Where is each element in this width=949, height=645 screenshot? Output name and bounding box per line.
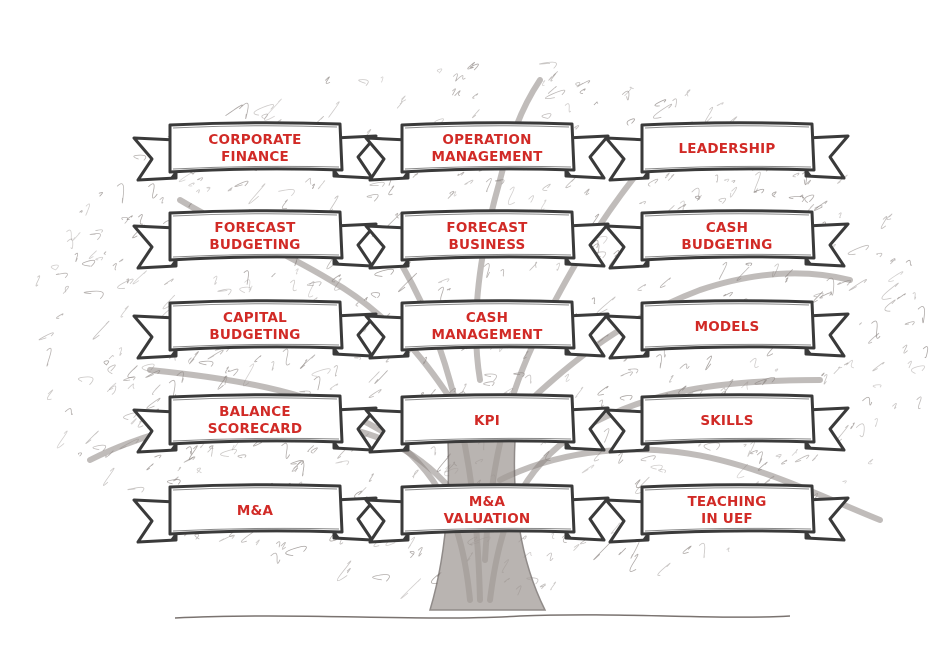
ground-line: [174, 614, 791, 619]
banner-capital-budgeting: CAPITAL BUDGETING: [130, 298, 380, 364]
banner-label: LEADERSHIP: [678, 140, 776, 157]
ribbon-shape: [132, 209, 378, 270]
ribbon-shape: [132, 121, 378, 182]
banner-label: BALANCE SCORECARD: [207, 404, 303, 437]
banner-label: MODELS: [694, 318, 760, 335]
banner-label: CASH MANAGEMENT: [431, 310, 543, 343]
banner-m-a-valuation: M&A VALUATION: [362, 482, 612, 548]
ribbon-shape: [364, 121, 610, 182]
banner-label: M&A VALUATION: [443, 494, 531, 527]
banner-label: CAPITAL BUDGETING: [209, 310, 301, 343]
banner-kpi: KPI: [362, 392, 612, 458]
banner-label: CASH BUDGETING: [681, 220, 773, 253]
banner-m-a: M&A: [130, 482, 380, 548]
banner-operation-management: OPERATION MANAGEMENT: [362, 120, 612, 186]
banner-corporate-finance: CORPORATE FINANCE: [130, 120, 380, 186]
ribbon-shape: [604, 209, 850, 270]
ribbon-shape: [132, 299, 378, 360]
banner-label: SKILLS: [700, 412, 754, 429]
ribbon-shape: [604, 393, 850, 454]
banner-cash-budgeting: CASH BUDGETING: [602, 208, 852, 274]
ribbon-shape: [364, 393, 610, 454]
banner-forecast-business: FORECAST BUSINESS: [362, 208, 612, 274]
banner-forecast-budgeting: FORECAST BUDGETING: [130, 208, 380, 274]
banner-label: CORPORATE FINANCE: [208, 132, 302, 165]
banner-label: FORECAST BUDGETING: [209, 220, 301, 253]
ribbon-shape: [364, 209, 610, 270]
ribbon-shape: [132, 393, 378, 454]
banner-label: M&A: [236, 502, 274, 519]
banner-label: FORECAST BUSINESS: [446, 220, 528, 253]
ribbon-shape: [132, 483, 378, 544]
ribbon-shape: [604, 299, 850, 360]
banner-label: OPERATION MANAGEMENT: [431, 132, 543, 165]
banner-balance-scorecard: BALANCE SCORECARD: [130, 392, 380, 458]
ribbon-shape: [604, 483, 850, 544]
banner-models: MODELS: [602, 298, 852, 364]
ribbon-shape: [364, 483, 610, 544]
banner-cash-management: CASH MANAGEMENT: [362, 298, 612, 364]
banner-leadership: LEADERSHIP: [602, 120, 852, 186]
ribbon-shape: [604, 121, 850, 182]
ribbon-shape: [364, 299, 610, 360]
banner-label: TEACHING IN UEF: [687, 494, 767, 527]
banner-teaching-in-uef: TEACHING IN UEF: [602, 482, 852, 548]
banner-skills: SKILLS: [602, 392, 852, 458]
banner-label: KPI: [474, 412, 500, 429]
